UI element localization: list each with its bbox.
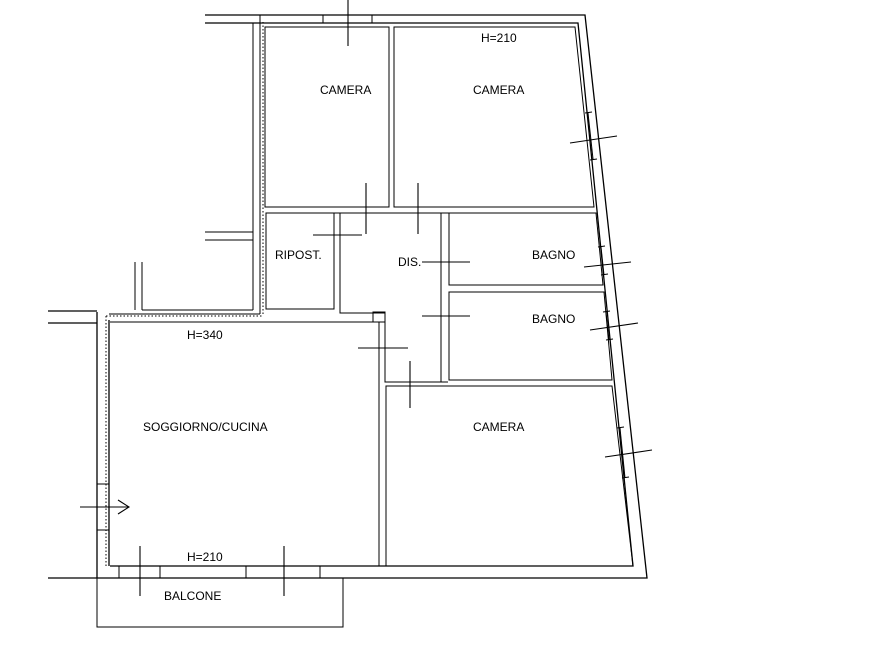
height-label-soggiorno-bottom: H=210 [187,550,223,564]
room-label-camera-2: CAMERA [473,83,524,97]
exterior-walls [48,14,648,579]
room-label-camera-3: CAMERA [473,420,524,434]
height-label-soggiorno-top: H=340 [187,328,223,342]
balcony [96,578,344,628]
room-label-balcone: BALCONE [164,589,221,603]
right-wall-windows [569,111,653,479]
room-label-disimpegno: DIS. [398,255,421,269]
entrance-arrow-icon [80,499,131,515]
height-label-camera: H=210 [481,31,517,45]
room-label-bagno-2: BAGNO [532,312,575,326]
interior-walls [110,26,634,567]
room-label-soggiorno: SOGGIORNO/CUCINA [143,420,268,434]
room-label-camera-1: CAMERA [320,83,371,97]
room-label-ripostiglio: RIPOST. [275,248,322,262]
door-markers [97,0,470,596]
room-label-bagno-1: BAGNO [532,248,575,262]
